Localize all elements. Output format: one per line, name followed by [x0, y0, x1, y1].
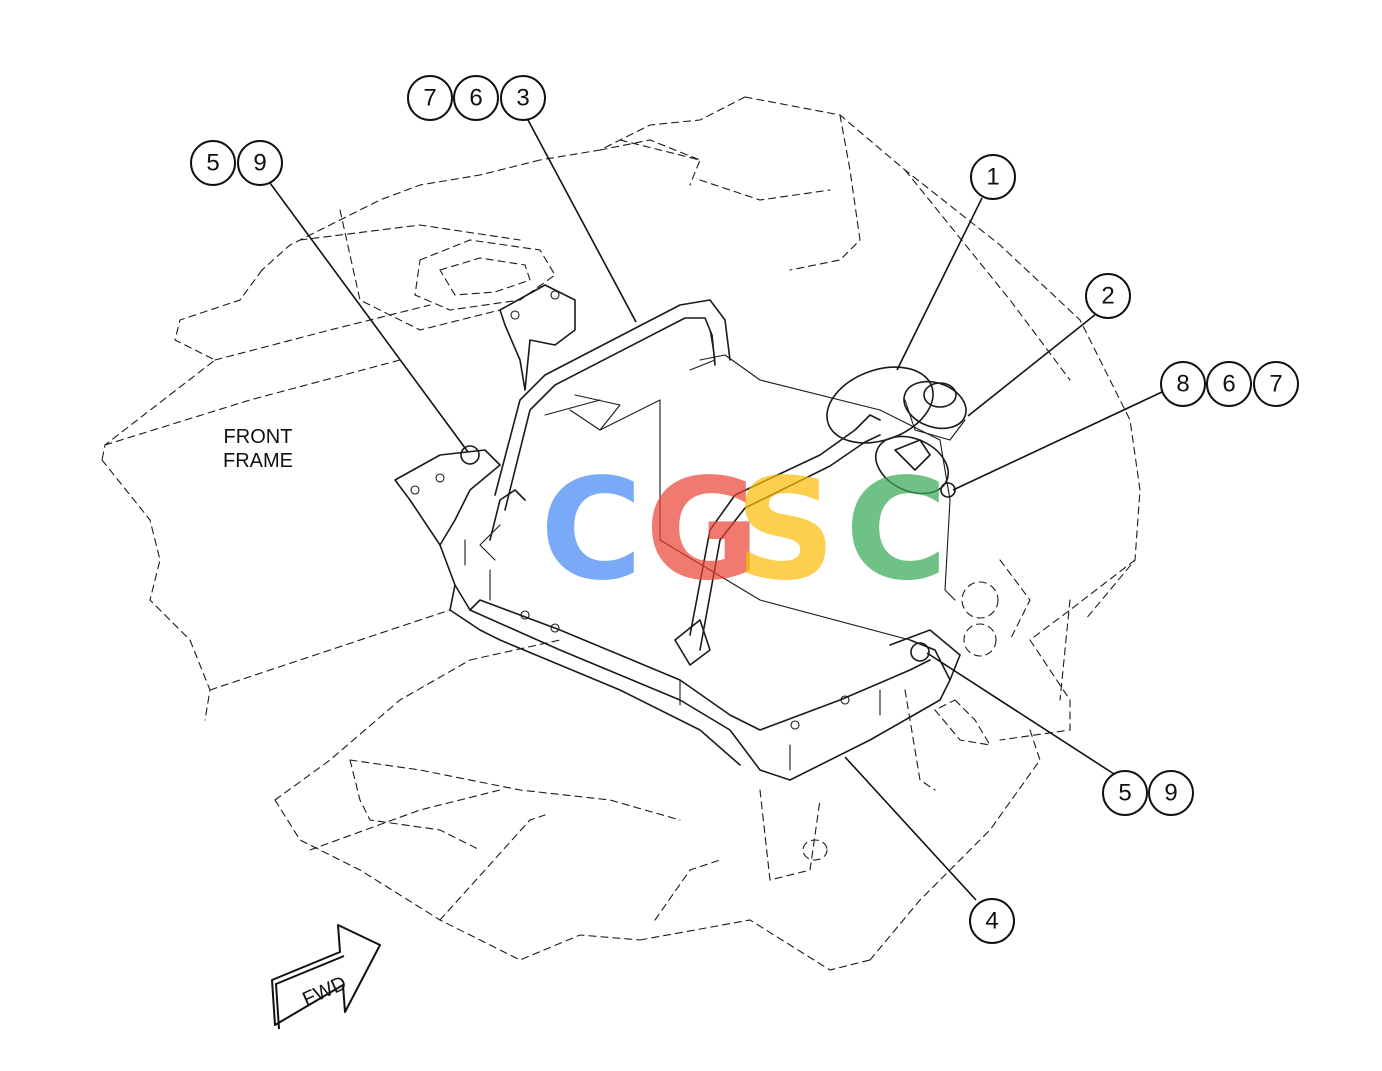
- watermark-logo: C G S C: [540, 449, 948, 612]
- callout-group-f: 5 9: [1102, 770, 1194, 816]
- callout-group-d: 2: [1085, 273, 1131, 319]
- front-frame-line1: FRONT: [224, 426, 293, 448]
- balloon-number: 5: [206, 150, 219, 177]
- balloon: [453, 75, 499, 121]
- callout-group-b: 5 9: [190, 140, 283, 186]
- watermark-letter-1: C: [540, 449, 643, 612]
- balloon: [237, 140, 283, 186]
- callout-group-g: 4: [969, 898, 1015, 944]
- cap-assembly: [826, 366, 967, 498]
- balloon-number: 7: [423, 85, 436, 112]
- balloon: [969, 898, 1015, 944]
- balloon-number: 5: [1118, 780, 1131, 807]
- fwd-arrow-icon: FWD: [271, 924, 381, 1030]
- balloon-number: 7: [1269, 371, 1282, 398]
- balloon-number: 2: [1101, 283, 1114, 310]
- battery-box: [394, 284, 961, 781]
- balloon: [1206, 361, 1252, 407]
- balloon-number: 9: [253, 150, 266, 177]
- balloon: [1102, 770, 1148, 816]
- balloon: [1253, 361, 1299, 407]
- front-frame-line2: FRAME: [223, 450, 293, 472]
- watermark-letter-3: S: [735, 449, 836, 612]
- balloon-number: 3: [516, 85, 529, 112]
- balloon: [1160, 361, 1206, 407]
- frame-structure: [101, 96, 1141, 971]
- balloon-number: 9: [1164, 780, 1177, 807]
- leader-lines: [269, 119, 1163, 901]
- balloon-number: 4: [985, 908, 998, 935]
- watermark-letter-4: C: [845, 449, 948, 612]
- balloon-number: 6: [469, 85, 482, 112]
- callout-group-c: 1: [970, 154, 1016, 200]
- hold-down-strap: [479, 299, 881, 666]
- balloon-number: 6: [1222, 371, 1235, 398]
- callout-group-e: 8 6 7: [1160, 361, 1299, 407]
- balloon: [500, 75, 546, 121]
- balloon: [190, 140, 236, 186]
- balloon: [1085, 273, 1131, 319]
- balloon: [970, 154, 1016, 200]
- watermark-letter-2: G: [645, 449, 760, 612]
- balloon-number: 8: [1176, 371, 1189, 398]
- balloon-number: 1: [986, 164, 999, 191]
- callout-group-a: 7 6 3: [407, 75, 546, 121]
- balloon: [407, 75, 453, 121]
- balloon: [1148, 770, 1194, 816]
- front-frame-label: FRONT FRAME: [223, 426, 293, 472]
